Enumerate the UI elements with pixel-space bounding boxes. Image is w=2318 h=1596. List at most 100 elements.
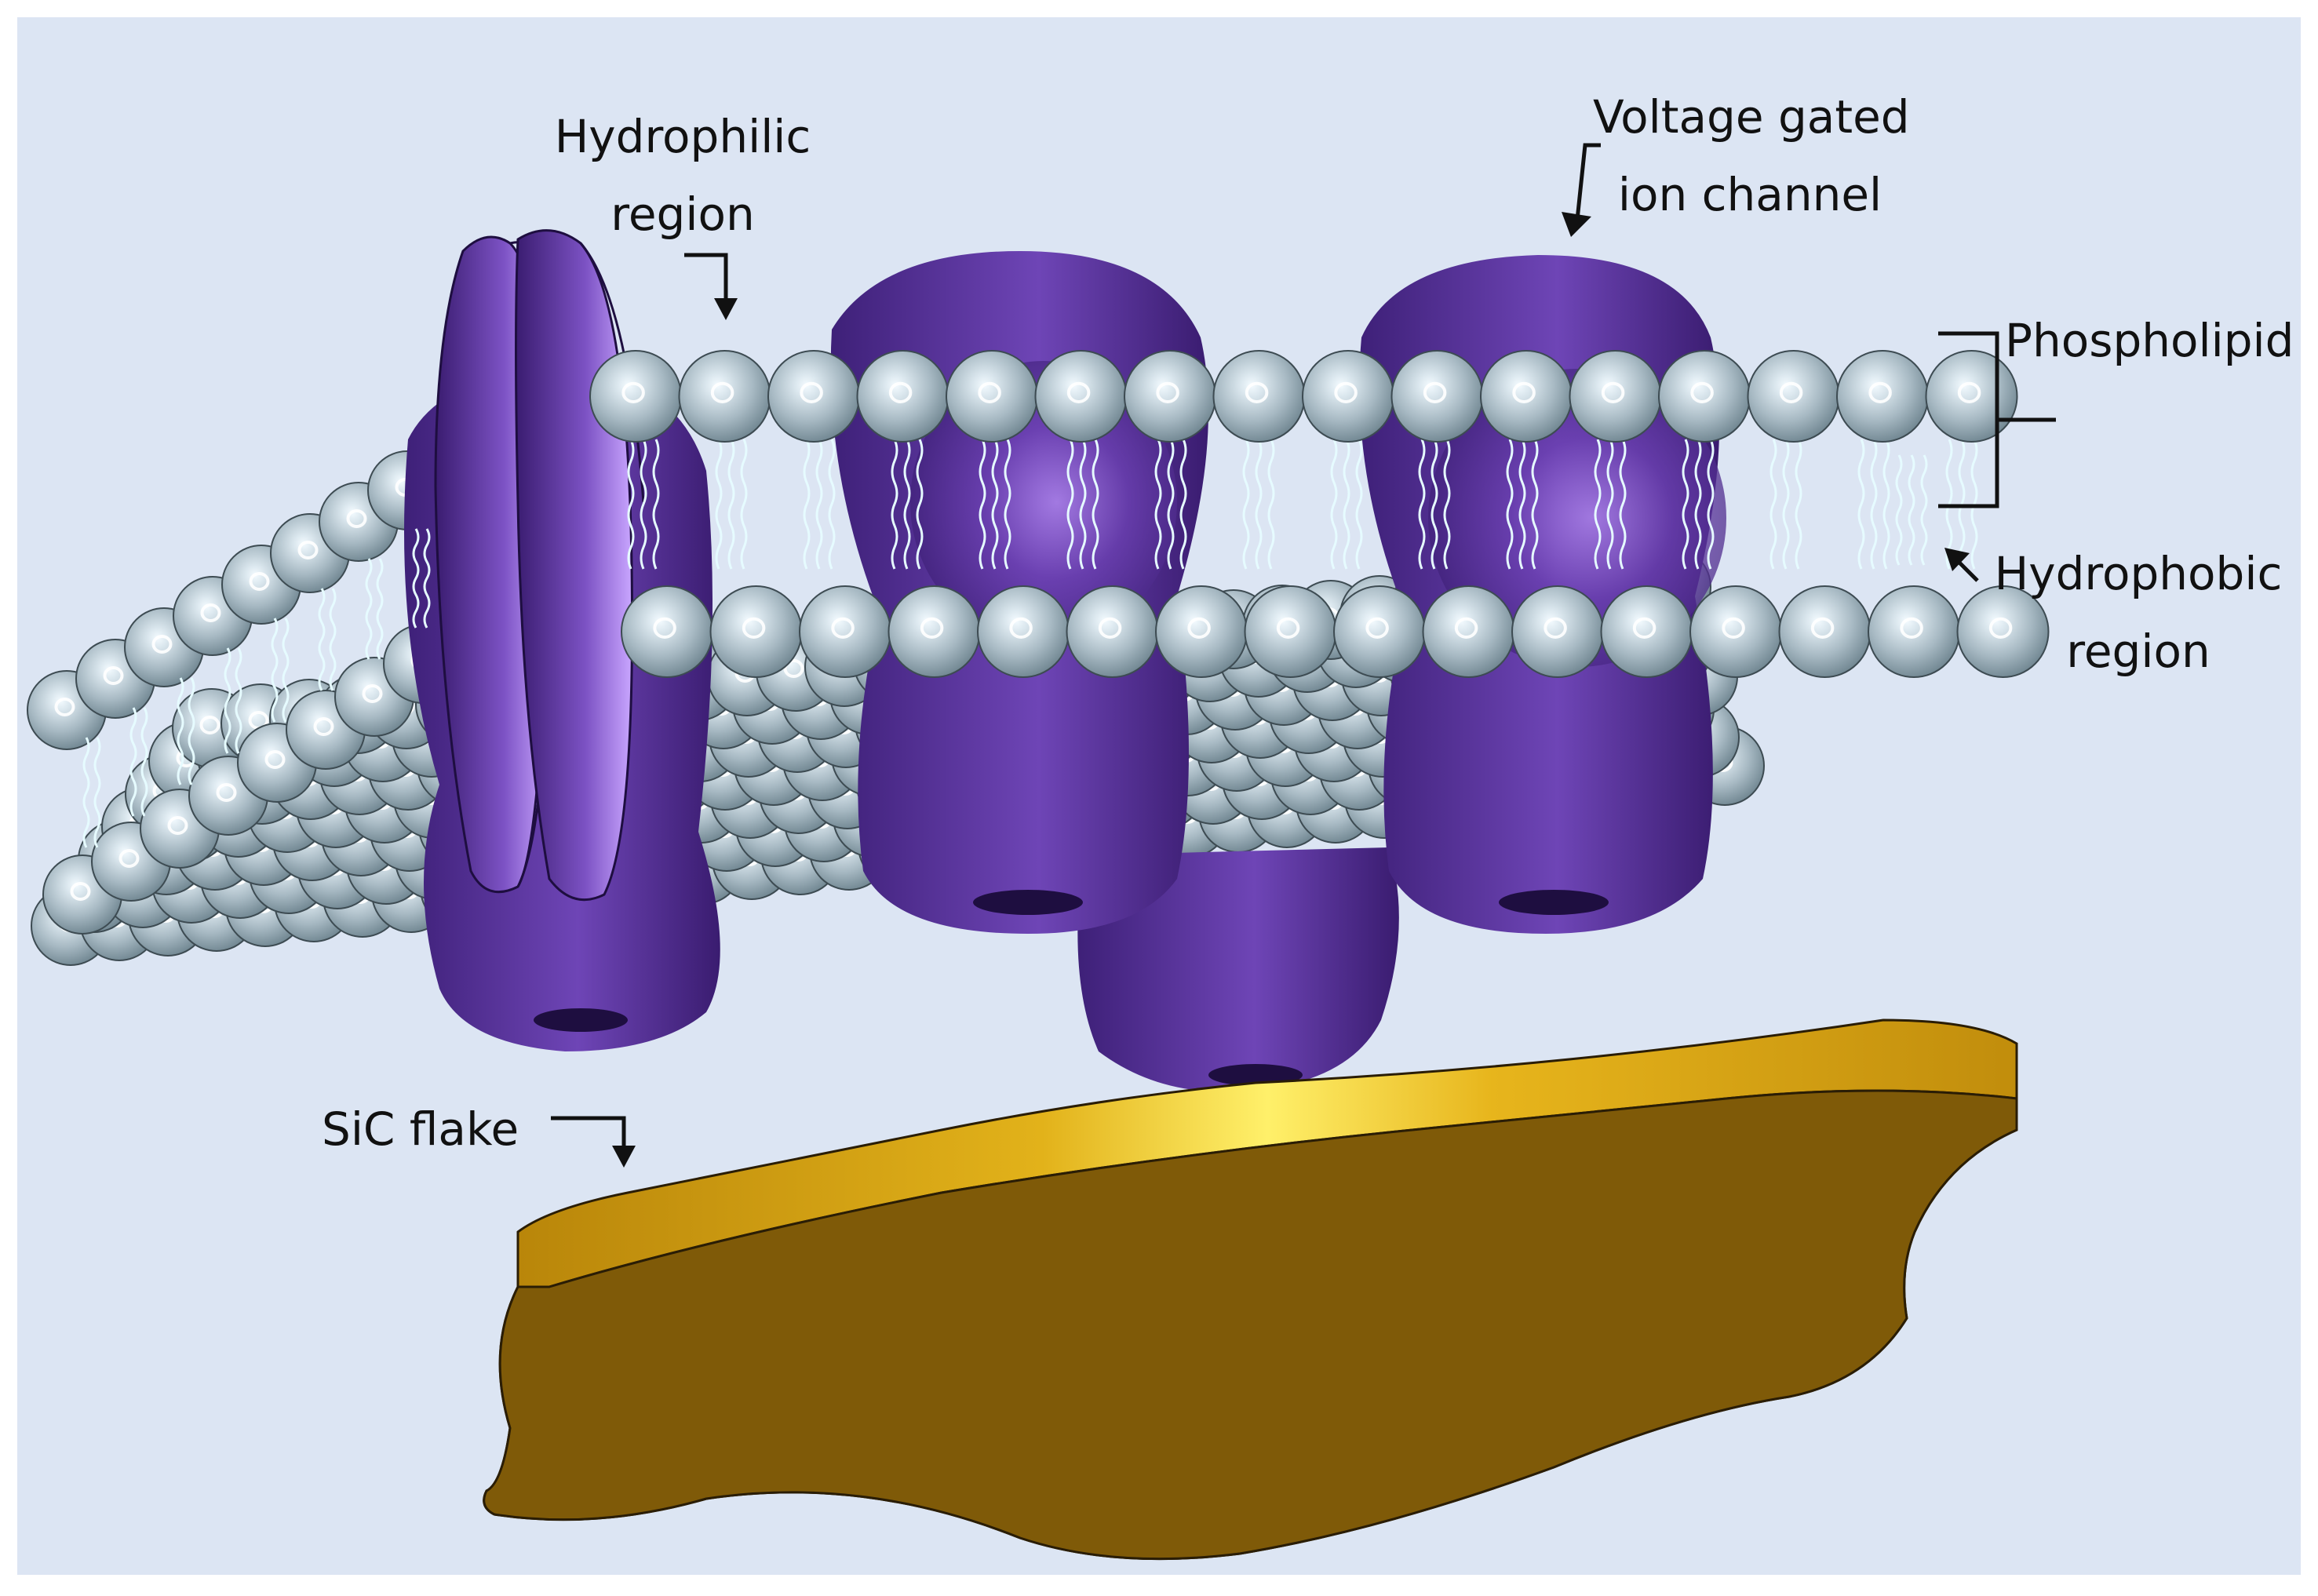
lipid-head-highlight	[831, 617, 855, 639]
lipid-head-highlight	[1544, 617, 1567, 639]
lipid-tail	[1594, 439, 1602, 570]
lipid-tail	[1506, 439, 1514, 570]
lipid-tail	[1882, 439, 1890, 570]
lipid-head-highlight	[1868, 381, 1892, 403]
lipid-tail	[1343, 439, 1350, 570]
lipid-tail	[93, 737, 101, 848]
lipid-head	[1747, 350, 1840, 443]
lipid-head	[1868, 585, 1960, 678]
lipid-tail	[1531, 439, 1539, 570]
hydrophilic-arrow	[684, 253, 728, 302]
lipid-head	[1836, 350, 1929, 443]
lipid-head-highlight	[1098, 617, 1122, 639]
lipid-tail	[903, 439, 911, 570]
lipid-tail	[1079, 439, 1087, 570]
label-hydrophobic-region: Hydrophobic region	[1989, 535, 2287, 690]
phospholipid-bracket	[1938, 331, 2056, 508]
lipid-head-highlight	[742, 617, 766, 639]
label-hydrophilic-line2: region	[610, 187, 755, 241]
lipid-tail	[1355, 439, 1363, 570]
lipid-head-highlight	[118, 849, 140, 868]
sic-flake-arrowhead	[612, 1146, 636, 1168]
lipid-head-highlight	[297, 541, 319, 559]
lipid-head-highlight	[1722, 617, 1745, 639]
lipid-head-highlight	[1988, 617, 2013, 639]
lipid-head	[1212, 350, 1306, 443]
hydrophobic-tails	[82, 439, 1978, 848]
label-voltage-line2: ion channel	[1617, 167, 1882, 221]
lipid-head-highlight	[1334, 381, 1358, 403]
voltage-arrowhead	[1562, 212, 1591, 237]
hydrophilic-arrowhead	[714, 298, 738, 320]
lipid-head	[1390, 350, 1484, 443]
lipid-tail	[1782, 439, 1790, 570]
label-voltage-gated-ion-channel: Voltage gated ion channel	[1593, 78, 1910, 233]
lipid-head-highlight	[1066, 381, 1091, 403]
label-sic-flake: SiC flake	[322, 1091, 534, 1168]
label-hydrophilic-region: Hydrophilic region	[549, 98, 816, 253]
lipid-head	[1155, 585, 1248, 678]
lipid-head	[1244, 585, 1337, 678]
lipid-head	[1925, 350, 2018, 443]
lipid-head-highlight	[151, 635, 173, 654]
label-sic-flake-text: SiC flake	[322, 1102, 519, 1156]
lipid-tail	[1066, 439, 1074, 570]
lipid-head-highlight	[103, 666, 124, 685]
lipid-head-highlight	[249, 572, 270, 591]
lipid-head-highlight	[1009, 617, 1033, 639]
lipid-tail	[1795, 439, 1802, 570]
lipid-tail	[715, 439, 723, 570]
lipid-tail	[412, 528, 420, 629]
lipid-tail	[740, 439, 748, 570]
lipid-tail	[129, 707, 137, 817]
lipid-tail	[423, 528, 431, 629]
lipid-tail	[1920, 454, 1928, 566]
lipid-head	[767, 350, 860, 443]
lipid-head-highlight	[888, 381, 913, 403]
lipid-tail	[891, 439, 898, 570]
label-voltage-line1: Voltage gated	[1593, 90, 1910, 144]
lipid-head	[1034, 350, 1128, 443]
lipid-tail	[1619, 439, 1627, 570]
lipid-head	[1124, 350, 1216, 443]
lipid-head-highlight	[1601, 381, 1625, 403]
lipid-head-highlight	[1779, 381, 1803, 403]
lipid-tail	[376, 558, 384, 660]
voltage-arrow	[1575, 143, 1601, 220]
lipid-tail	[1694, 439, 1702, 570]
label-hydrophilic-line1: Hydrophilic	[554, 110, 811, 163]
lipid-head-highlight	[1365, 617, 1389, 639]
lipid-tail	[652, 439, 660, 570]
lipid-head-highlight	[920, 617, 944, 639]
label-phospholipid: Phospholipid	[2005, 302, 2303, 380]
lipid-head	[621, 585, 713, 678]
lipid-tail	[1167, 439, 1175, 570]
lipid-head-highlight	[783, 659, 804, 678]
annotation-arrows	[551, 143, 2056, 1168]
lipid-tail	[1242, 439, 1250, 570]
lipid-head-highlight	[1957, 381, 1981, 403]
lipid-head	[1480, 350, 1573, 443]
hydrophobic-arrowhead	[1944, 548, 1970, 571]
lipid-head-highlight	[200, 603, 221, 622]
lipid-tail	[1267, 439, 1275, 570]
lipid-tail	[1431, 439, 1438, 570]
lipid-head-highlight	[346, 509, 367, 528]
lipid-tail	[1443, 439, 1451, 570]
lipid-head-highlight	[54, 698, 75, 716]
lipid-head-highlight	[1187, 617, 1211, 639]
lipid-tail	[727, 439, 735, 570]
lipid-tail	[365, 558, 373, 660]
lipid-tail	[1606, 439, 1614, 570]
lipid-head	[856, 350, 949, 443]
lipid-head	[1658, 350, 1751, 443]
lipid-tail	[1092, 439, 1099, 570]
lipid-head-highlight	[1900, 617, 1923, 639]
lipid-head-highlight	[1423, 381, 1447, 403]
sic-flake-arrow	[551, 1116, 626, 1150]
lipid-head	[1333, 585, 1426, 678]
lipid-head-highlight	[1454, 617, 1478, 639]
lipid-head-highlight	[978, 381, 1001, 403]
lipid-head	[1600, 585, 1693, 678]
